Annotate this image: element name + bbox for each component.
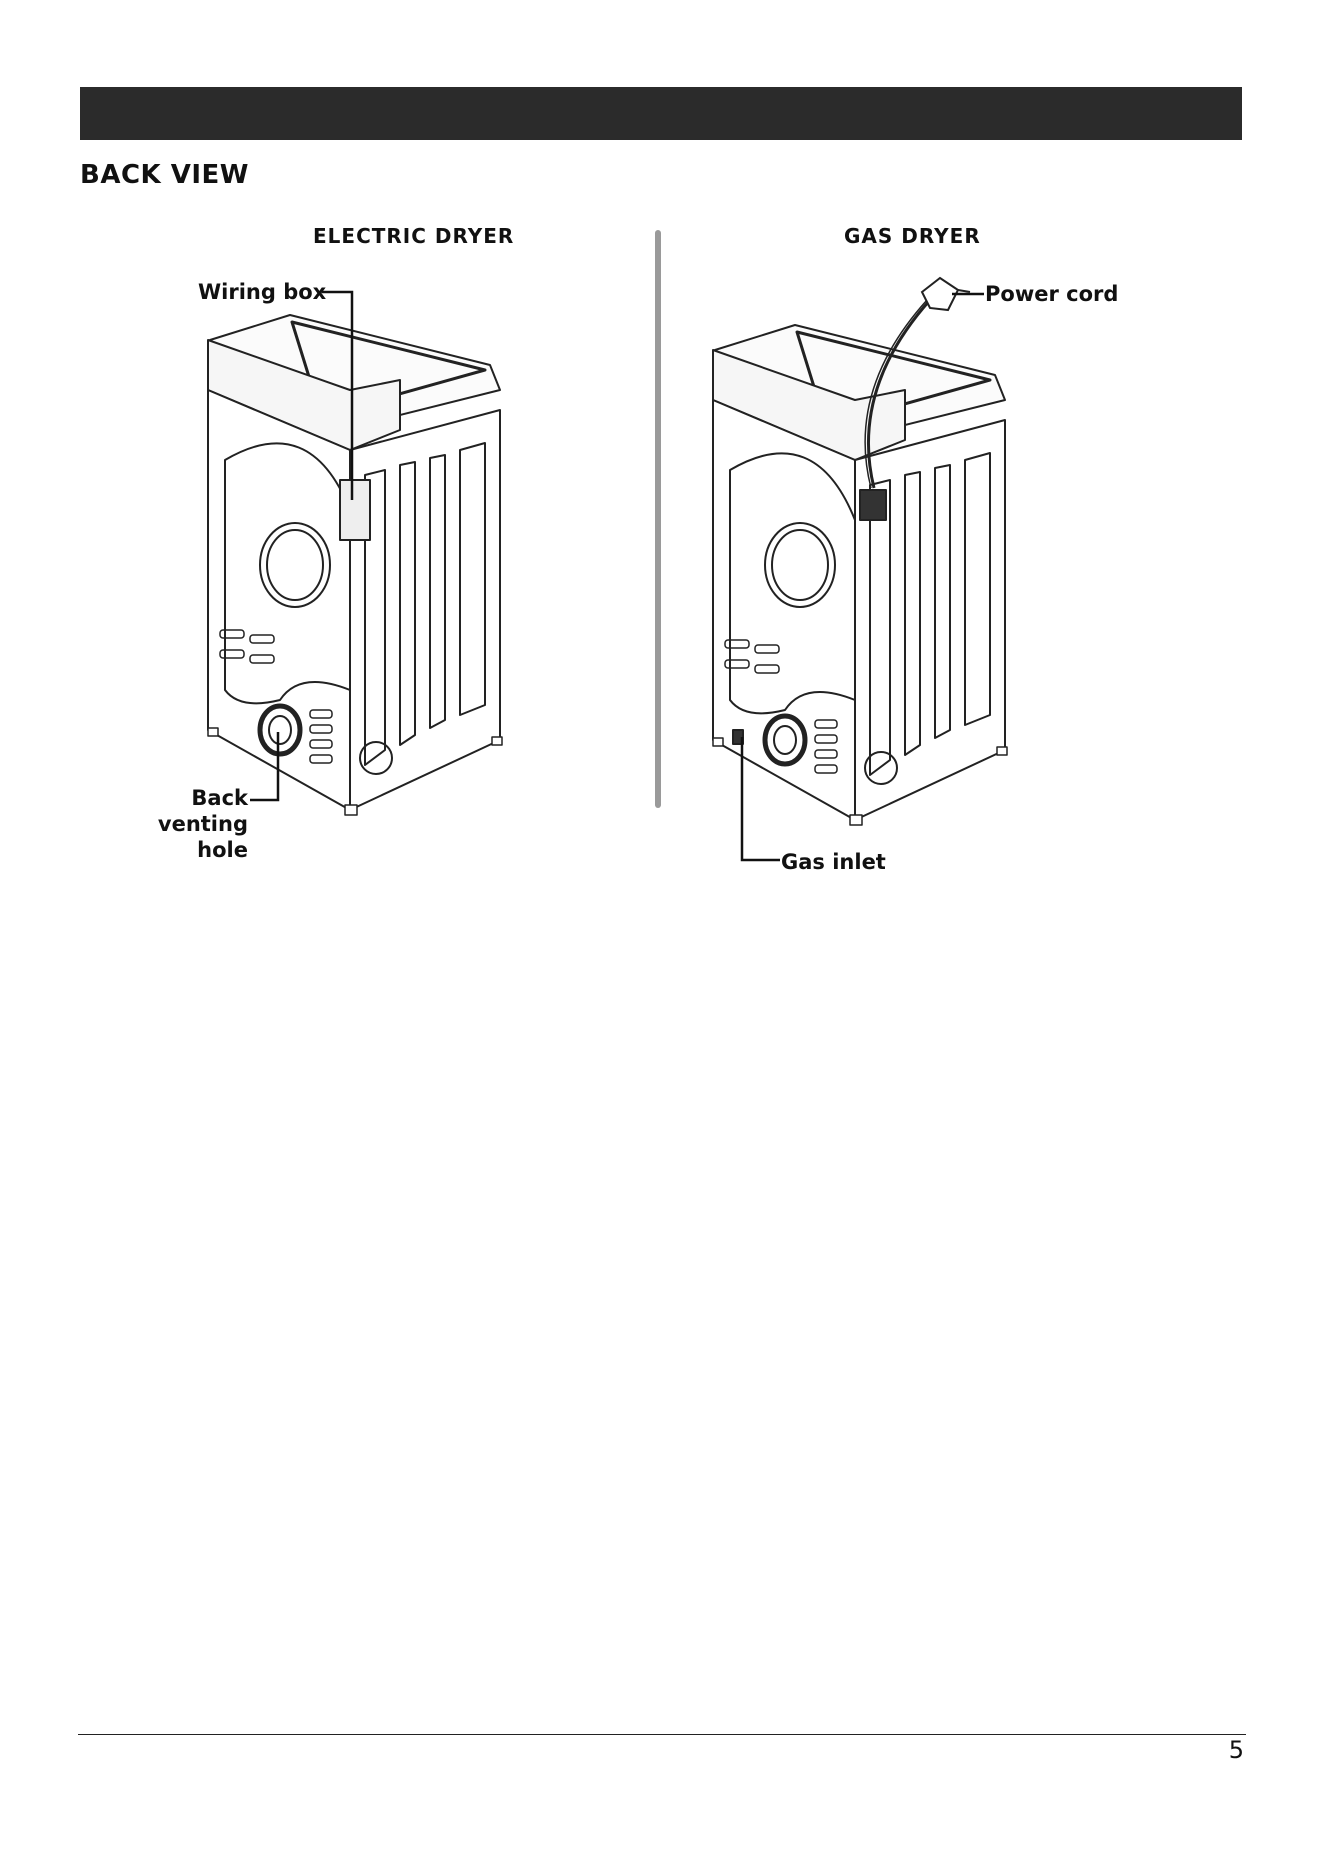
power-cord-illustration bbox=[860, 270, 1000, 500]
footer-rule bbox=[78, 1734, 1246, 1735]
header-bar bbox=[80, 87, 1242, 140]
back-venting-hole-label-line2: hole bbox=[100, 837, 248, 863]
back-venting-hole-label-line1: Back venting bbox=[100, 785, 248, 837]
gas-inlet-leader-line bbox=[738, 735, 788, 865]
power-cord-leader-line bbox=[950, 290, 986, 300]
wiring-box-leader-line bbox=[320, 290, 360, 510]
gas-dryer-title: GAS DRYER bbox=[844, 224, 981, 248]
section-title: BACK VIEW bbox=[80, 160, 249, 190]
back-venting-hole-label: Back venting hole bbox=[100, 785, 248, 863]
power-cord-label: Power cord bbox=[985, 281, 1118, 307]
gas-inlet-label: Gas inlet bbox=[781, 849, 886, 875]
electric-dryer-title: ELECTRIC DRYER bbox=[313, 224, 514, 248]
figure-divider bbox=[655, 230, 661, 808]
page-number: 5 bbox=[1229, 1736, 1244, 1764]
wiring-box-label: Wiring box bbox=[198, 279, 326, 305]
back-venting-leader-line bbox=[248, 730, 288, 810]
